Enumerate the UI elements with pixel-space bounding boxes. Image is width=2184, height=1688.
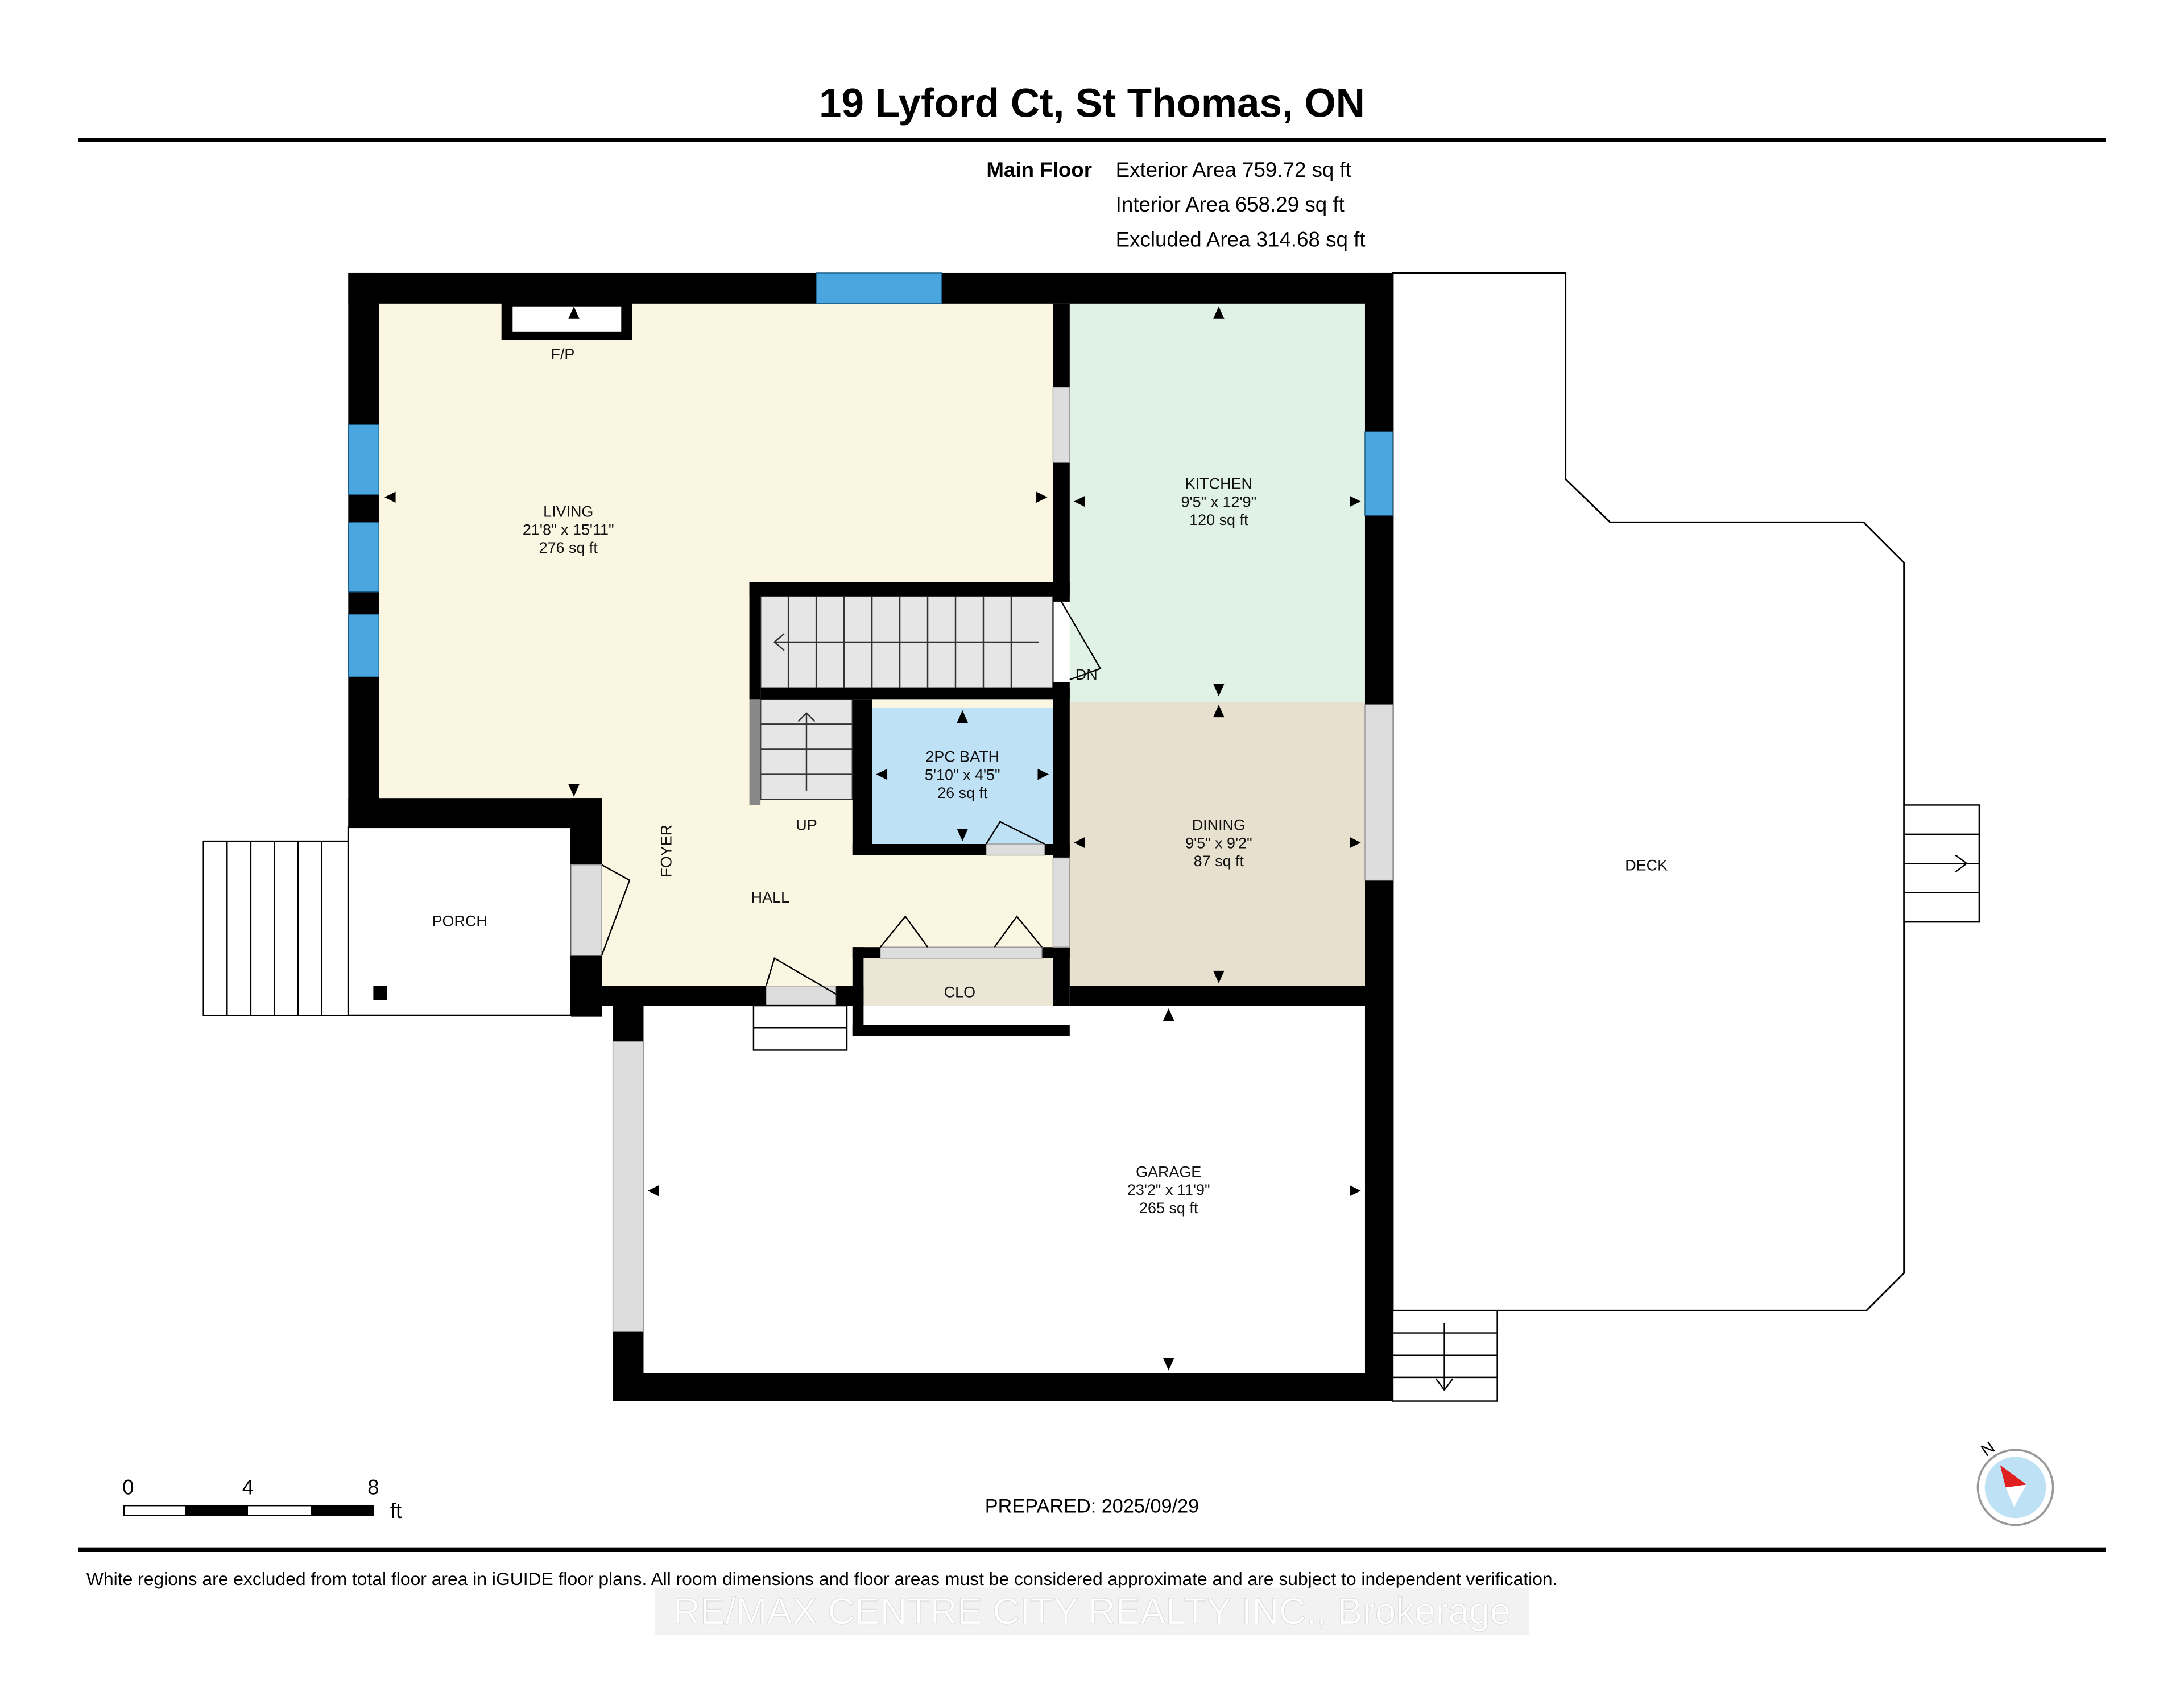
room-name: LIVING	[543, 503, 593, 520]
porch-label: PORCH	[432, 912, 487, 929]
room-name: 2PC BATH	[925, 748, 999, 766]
dining-fill	[1069, 702, 1365, 986]
room-area: 276 sq ft	[539, 539, 598, 556]
porch-post	[373, 986, 387, 1000]
room-name: KITCHEN	[1185, 475, 1252, 493]
footer-rule	[78, 1547, 2106, 1552]
room-dims: 5'10" x 4'5"	[925, 766, 1000, 783]
watermark-bg	[655, 1587, 1529, 1635]
deck-area	[1392, 272, 1905, 1311]
closet-label: CLO	[944, 983, 975, 1000]
room-area: 120 sq ft	[1189, 511, 1248, 528]
room-dims: 23'2" x 11'9"	[1127, 1181, 1210, 1198]
room-area: 26 sq ft	[937, 784, 988, 801]
floor-name: Main Floor	[986, 158, 1092, 181]
svg-text:8: 8	[367, 1476, 379, 1499]
kitchen-fill	[1069, 303, 1365, 702]
room-area: 87 sq ft	[1194, 853, 1244, 870]
svg-text:ft: ft	[390, 1499, 402, 1522]
room-name: GARAGE	[1136, 1163, 1201, 1180]
room-name: DINING	[1192, 817, 1246, 834]
interior-area: Interior Area 658.29 sq ft	[1116, 193, 1345, 216]
room-living: LIVING 21'8" x 15'11" 276 sq ft	[523, 503, 614, 557]
stairs-up-label: UP	[796, 817, 817, 834]
stairs-down	[759, 595, 1054, 689]
room-area: 265 sq ft	[1139, 1199, 1198, 1217]
deck-stairs-bottom	[1392, 1310, 1498, 1402]
dimension-markers	[384, 306, 1361, 1371]
bath-fill	[872, 708, 1053, 844]
fireplace-label: F/P	[551, 346, 574, 363]
door-swings	[601, 821, 1045, 998]
header-rule	[78, 138, 2106, 142]
door-swing-stairs	[1061, 601, 1102, 681]
svg-text:4: 4	[242, 1476, 254, 1499]
garage-fill	[643, 1006, 1365, 1373]
compass-icon: N	[1976, 1438, 2054, 1526]
room-dims: 9'5" x 9'2"	[1185, 834, 1252, 851]
svg-text:0: 0	[122, 1476, 134, 1499]
disclaimer: White regions are excluded from total fl…	[86, 1569, 1558, 1589]
room-kitchen: KITCHEN 9'5" x 12'9" 120 sq ft	[1181, 475, 1257, 529]
exterior-area: Exterior Area 759.72 sq ft	[1116, 158, 1351, 181]
room-dims: 9'5" x 12'9"	[1181, 493, 1257, 510]
stairs-down-label: DN	[1076, 666, 1098, 683]
excluded-area: Excluded Area 314.68 sq ft	[1116, 227, 1366, 251]
foyer-label: FOYER	[657, 825, 675, 878]
room-bath: 2PC BATH 5'10" x 4'5" 26 sq ft	[925, 748, 1000, 802]
deck-stairs-right	[1903, 804, 1980, 923]
porch-stairs	[202, 840, 349, 1016]
hall-label: HALL	[751, 889, 789, 906]
room-dining: DINING 9'5" x 9'2" 87 sq ft	[1185, 817, 1252, 870]
windows	[348, 272, 1393, 677]
room-garage: GARAGE 23'2" x 11'9" 265 sq ft	[1127, 1163, 1210, 1217]
prepared-date: PREPARED: 2025/09/29	[985, 1495, 1199, 1517]
scale-bar: 0 4 8 ft	[122, 1476, 402, 1523]
openings	[570, 387, 1393, 1332]
porch-area	[347, 826, 572, 1016]
room-dims: 21'8" x 15'11"	[523, 521, 614, 538]
stairs-up	[749, 698, 854, 805]
brokerage-watermark: RE/MAX CENTRE CITY REALTY INC., Brokerag…	[673, 1590, 1511, 1632]
deck-label: DECK	[1625, 857, 1668, 874]
page-title: 19 Lyford Ct, St Thomas, ON	[819, 81, 1365, 126]
